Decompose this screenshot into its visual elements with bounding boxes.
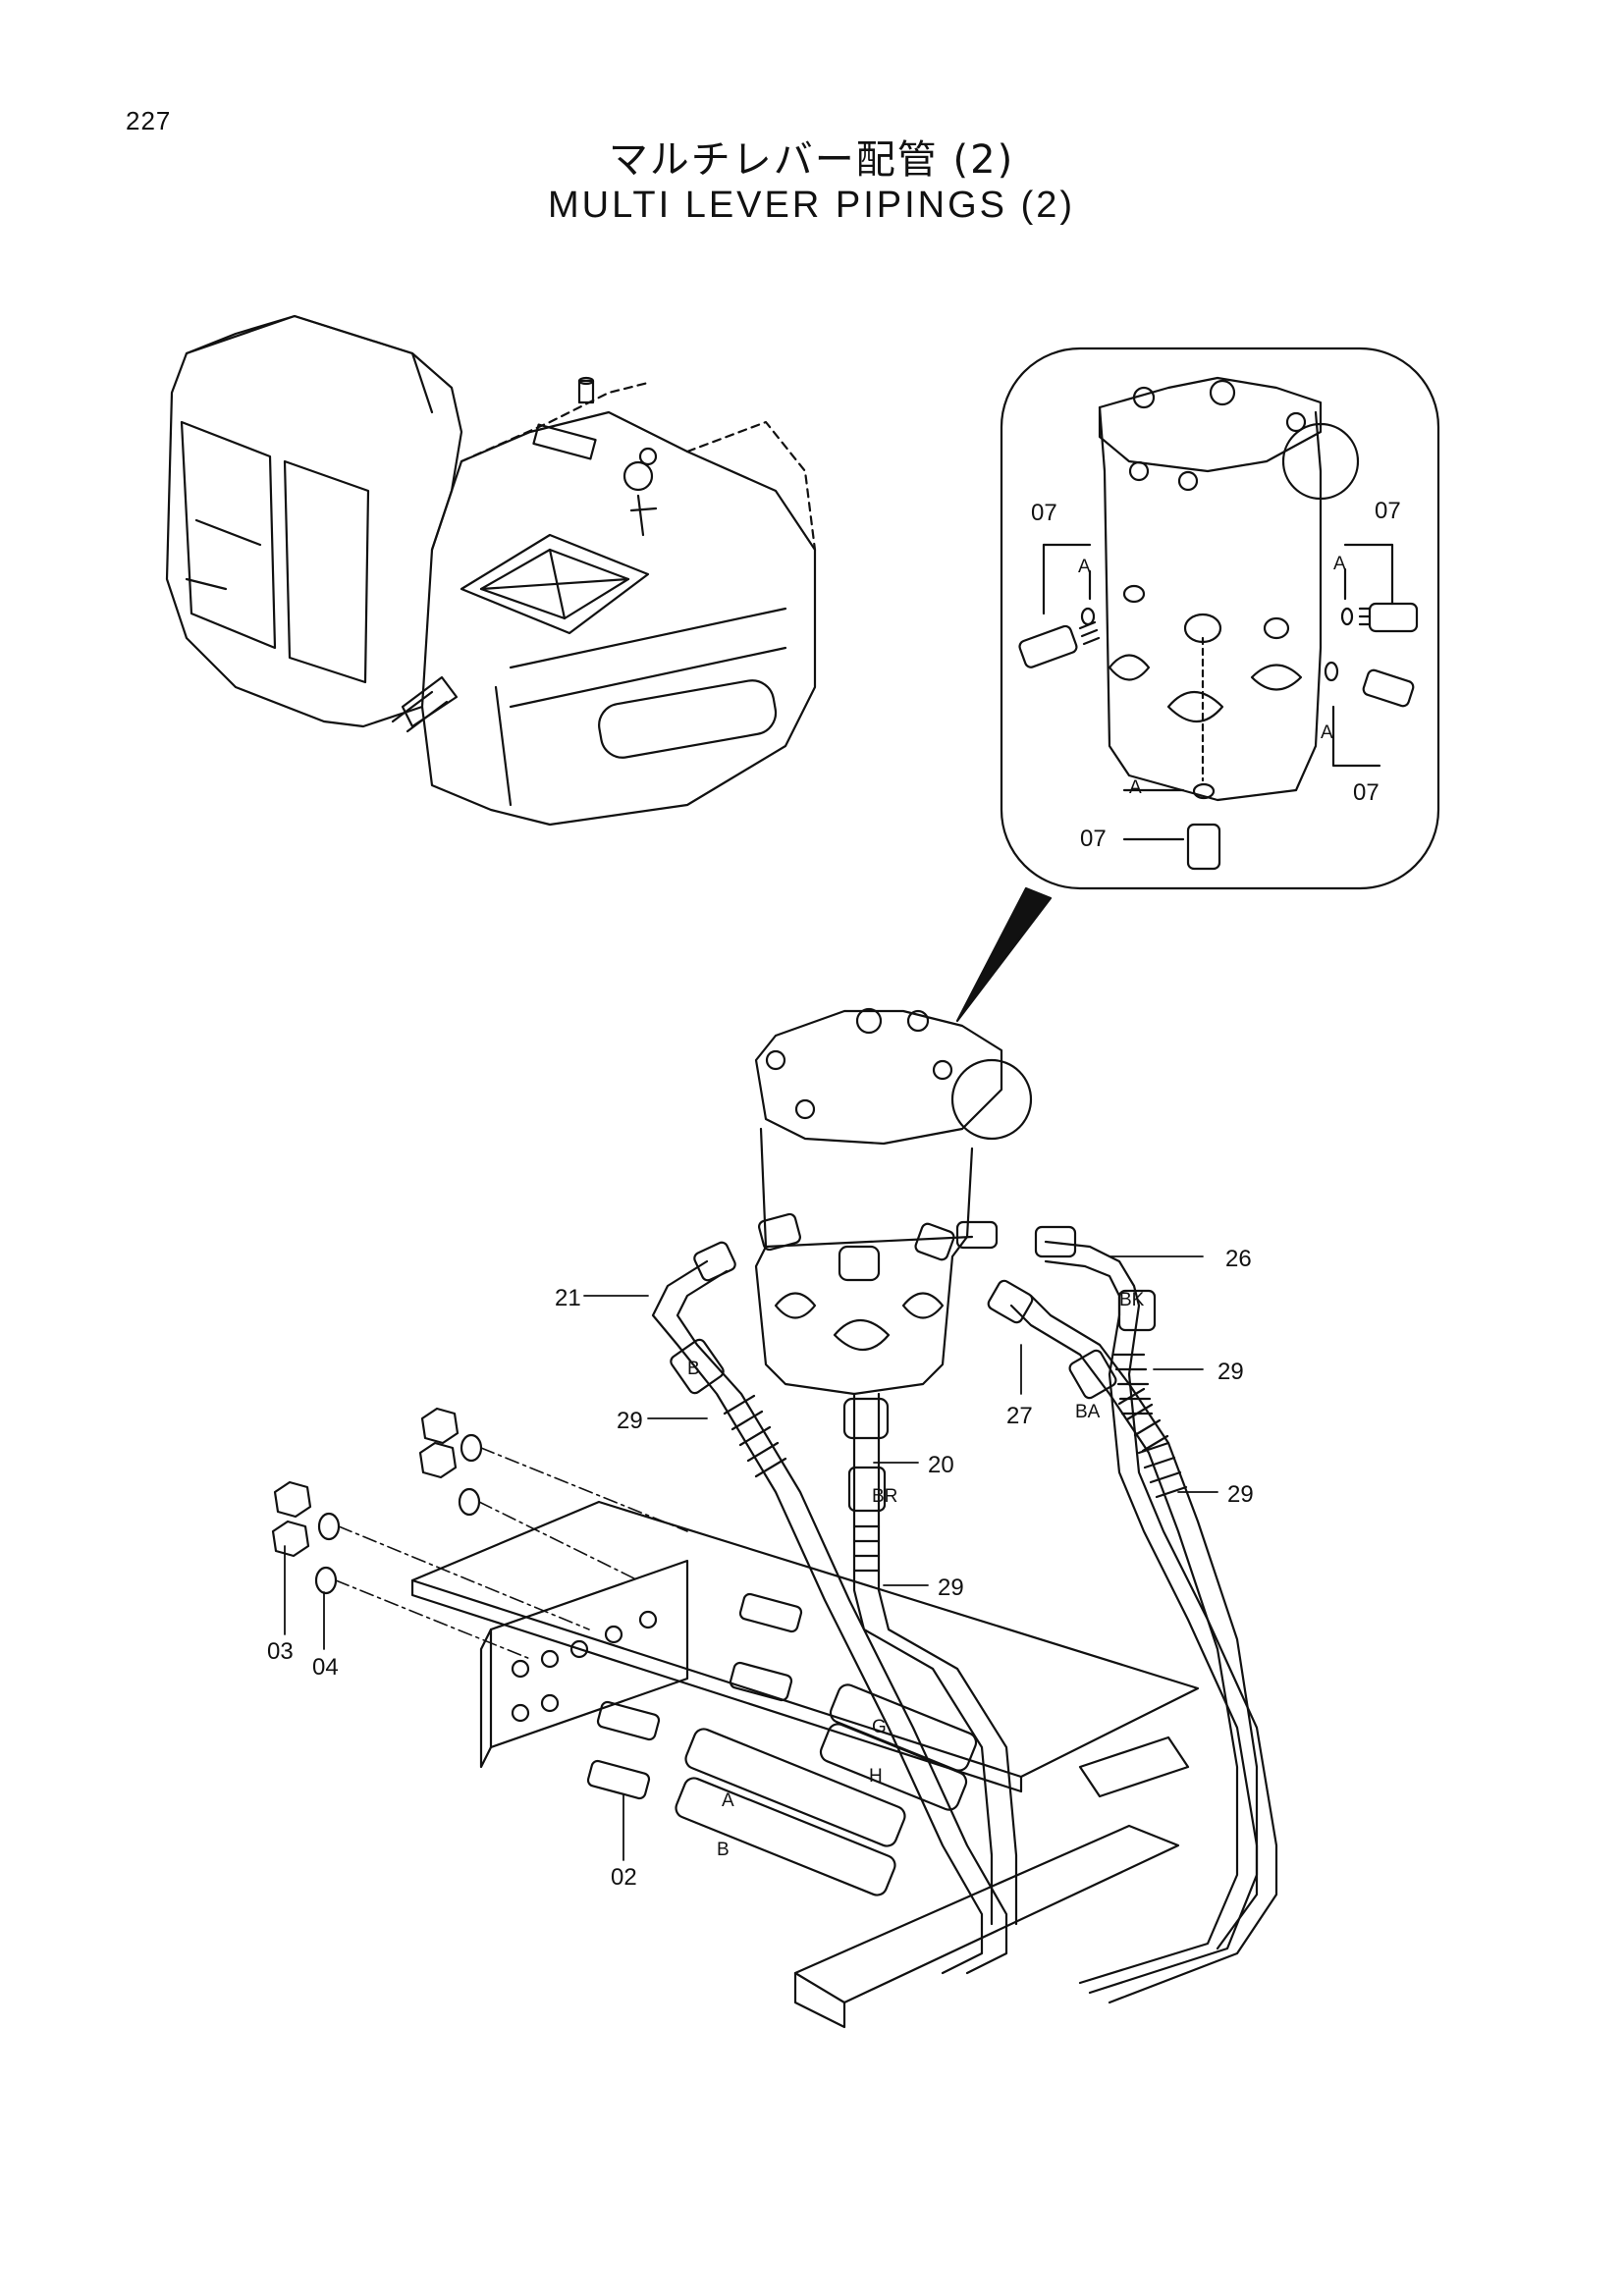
port-label-b-coupler: B [717, 1840, 730, 1860]
hose-20-29 [842, 1392, 1018, 1926]
hose-21-29 [651, 1241, 1008, 1975]
callout-29-center: 29 [938, 1575, 964, 1601]
nut-03-set [271, 1407, 460, 1558]
port-label-h: H [869, 1766, 883, 1787]
callout-20: 20 [928, 1452, 954, 1478]
detail-inset [1000, 347, 1440, 890]
fitting-07-bottom [1186, 782, 1221, 871]
fitting-07-left [1018, 607, 1101, 668]
port-label-a-left: A [1078, 557, 1091, 577]
callout-21: 21 [555, 1285, 581, 1311]
pilot-valve [754, 1007, 1033, 1396]
port-label-br: BR [872, 1486, 897, 1507]
port-label-g: G [872, 1717, 887, 1737]
port-label-a-right-lower: A [1321, 722, 1333, 743]
callout-leaders [284, 1255, 1218, 1861]
excavator-overview [165, 314, 817, 827]
callout-07-inset-lower-right: 07 [1353, 779, 1380, 806]
assembly-lines [335, 1447, 688, 1660]
port-label-a-bottom: A [1129, 777, 1142, 798]
callout-29-left: 29 [617, 1408, 643, 1434]
couplers [675, 1683, 978, 1896]
port-label-a-coupler: A [722, 1790, 734, 1811]
callout-26: 26 [1225, 1246, 1252, 1272]
callout-07-inset-bottom: 07 [1080, 826, 1107, 852]
callout-07-inset-left: 07 [1031, 500, 1057, 526]
page-title-japanese: マルチレバー配管 (2) [608, 137, 1015, 183]
callout-03: 03 [267, 1638, 294, 1665]
callout-29-right-upper: 29 [1217, 1359, 1244, 1385]
callout-07-inset-right: 07 [1375, 498, 1401, 524]
callout-02: 02 [611, 1864, 637, 1891]
callout-04: 04 [312, 1654, 339, 1681]
port-label-b-hose: B [687, 1359, 700, 1379]
port-label-ba: BA [1075, 1402, 1101, 1422]
mounting-plate [410, 1500, 1200, 2029]
adapter-02-set [586, 1592, 803, 1800]
callout-29-right-lower: 29 [1227, 1481, 1254, 1508]
page-title-english: MULTI LEVER PIPINGS (2) [547, 185, 1076, 226]
hose-26-29 [1034, 1225, 1278, 2004]
fitting-07-right-upper [1340, 602, 1419, 633]
page-number: 227 [126, 106, 172, 135]
fitting-07-right-lower [1324, 661, 1415, 708]
o-ring-04-set [314, 1433, 483, 1595]
port-label-a-right-upper: A [1333, 554, 1346, 574]
detail-pointer [955, 886, 1053, 1023]
port-label-bk: BK [1119, 1290, 1145, 1310]
callout-27: 27 [1006, 1403, 1033, 1429]
